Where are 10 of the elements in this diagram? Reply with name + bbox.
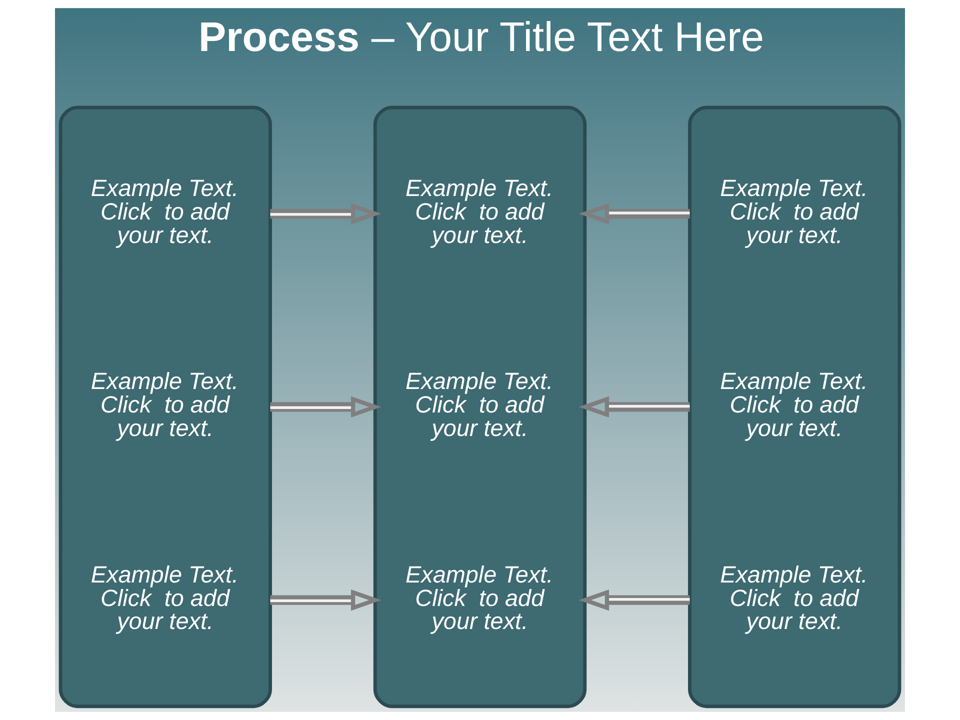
arrow [578,203,690,224]
arrow [270,203,382,224]
node-box: Example Text. Click to add your text. Example Text. Click to add your text. Example Text. Click to add your text. [688,106,902,708]
node-box: Example Text. Click to add your text. Example Text. Click to add your text. Example Text. Click to add your text. [58,106,272,708]
node-box: Example Text. Click to add your text. Example Text. Click to add your text. Example Text. Click to add your text. [373,106,587,708]
arrow [270,396,382,418]
arrow [578,396,690,418]
arrow [270,589,382,611]
diagram-title: Process – Your Title Text Here [198,14,764,60]
arrow [578,589,690,611]
